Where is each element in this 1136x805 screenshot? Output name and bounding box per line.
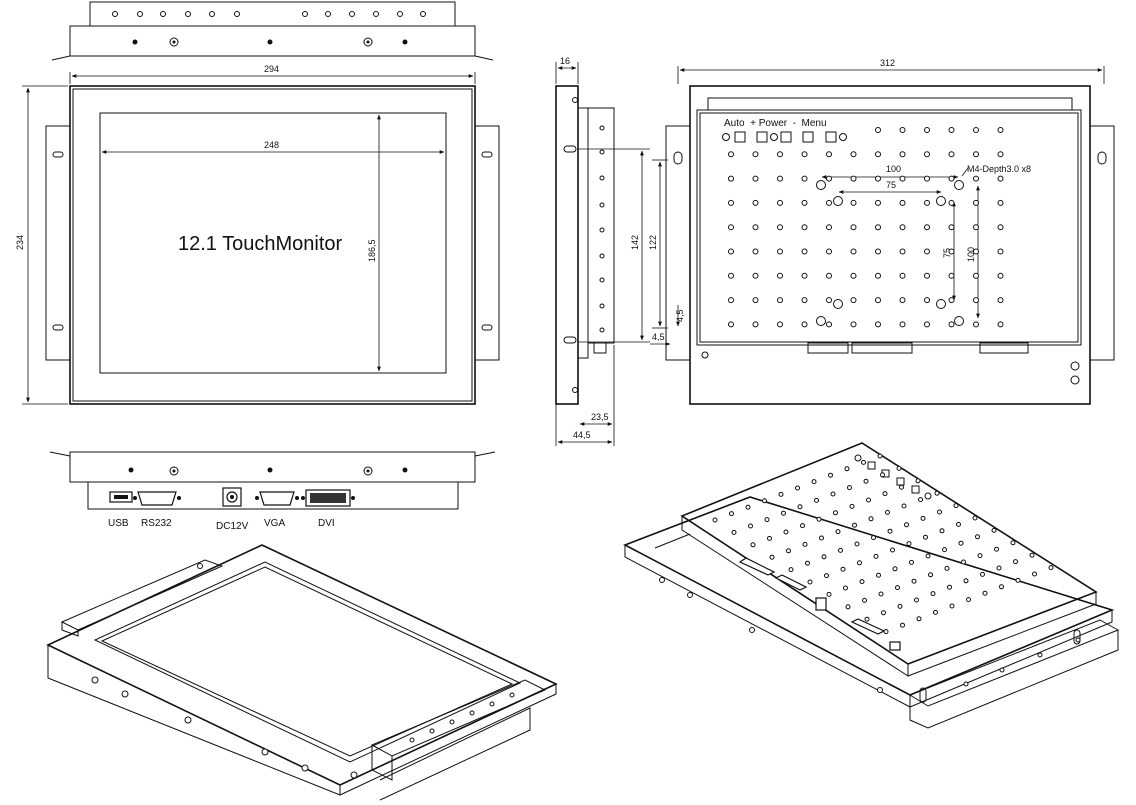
iso-back-bezel-holes <box>659 577 1081 703</box>
front-view: 294 234 248 186,5 12.1 TouchMonitor <box>15 64 500 405</box>
vent-hole-grid <box>728 127 1004 328</box>
port-label-vga: VGA <box>264 518 285 529</box>
bracket-slots <box>52 151 493 331</box>
port-label-dvi: DVI <box>318 518 335 529</box>
back-view: 312 Auto + Power - Menu M4-Depth3.0 x8 <box>665 58 1115 405</box>
dim-screen-height: 186,5 <box>367 239 377 262</box>
top-view-holes <box>112 11 426 47</box>
dim-back-75-vertical: 75 <box>942 248 952 258</box>
dim-side-depth: 16 <box>560 56 570 66</box>
dim-back-width: 312 <box>880 58 895 68</box>
port-label-rs232: RS232 <box>141 518 172 529</box>
dvi-port <box>301 489 355 507</box>
iso-back-view <box>623 442 1120 729</box>
iso-back-connectors <box>738 557 901 651</box>
bottom-view: USB RS232 DC12V VGA DVI <box>49 451 496 532</box>
dim-screen-width: 248 <box>264 140 279 150</box>
dim-side-44-5: 44,5 <box>573 430 591 440</box>
top-view <box>51 1 494 61</box>
port-label-dc12v: DC12V <box>216 521 249 532</box>
back-cover <box>696 109 1082 346</box>
usb-port <box>109 491 133 503</box>
port-label-usb: USB <box>108 518 129 529</box>
front-bezel <box>69 85 476 405</box>
dim-side-122: 122 <box>648 235 658 250</box>
product-title: 12.1 TouchMonitor <box>178 233 343 255</box>
dim-back-100-horizontal: 100 <box>886 164 901 174</box>
dim-front-height: 234 <box>15 235 25 250</box>
vga-port <box>255 491 299 506</box>
front-screen <box>99 112 447 374</box>
vesa-holes <box>816 180 964 326</box>
dim-side-4-5-vertical: 4,5 <box>675 309 685 322</box>
dim-side-23-5: 23,5 <box>591 412 609 422</box>
iso-back-buttons <box>854 454 932 500</box>
back-buttons <box>722 131 847 143</box>
side-view-holes <box>563 97 605 393</box>
rs232-port <box>133 491 181 506</box>
dim-side-142: 142 <box>630 235 640 250</box>
iso-front-view <box>46 544 558 801</box>
dc12v-port <box>222 487 242 507</box>
dim-front-width: 294 <box>264 64 279 74</box>
iso-vent-hole-grid <box>712 453 1054 635</box>
button-labels: Auto + Power - Menu <box>724 118 827 129</box>
iso-front-holes <box>91 563 515 779</box>
dim-side-4-5-horizontal: 4,5 <box>652 332 665 342</box>
dim-back-75-horizontal: 75 <box>886 180 896 190</box>
vesa-note: M4-Depth3.0 x8 <box>967 164 1031 174</box>
dim-back-100-vertical: 100 <box>966 247 976 262</box>
back-frame <box>689 85 1091 405</box>
side-view: 16 142 122 4,5 4,5 <box>555 56 685 446</box>
